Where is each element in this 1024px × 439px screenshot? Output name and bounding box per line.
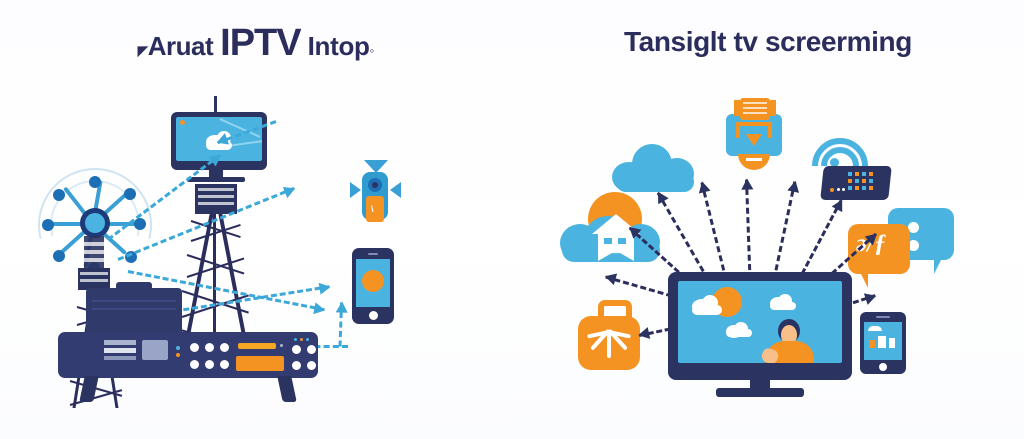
stream-arrow-4 bbox=[696, 179, 728, 280]
stream-arrow-5 bbox=[740, 178, 754, 280]
page-title-right: Tansiglt tv screerming bbox=[624, 26, 912, 57]
wifi-remote-icon bbox=[808, 136, 898, 202]
satellite-receiver-icon: \ bbox=[346, 160, 406, 230]
home-cloud-icon bbox=[560, 192, 670, 270]
panel-right-streaming: Tansiglt tv screerming bbox=[512, 0, 1024, 439]
tablet-icon bbox=[860, 312, 906, 374]
cloud-icon bbox=[612, 140, 702, 195]
media-bag-icon bbox=[574, 300, 646, 372]
stream-arrow-6 bbox=[772, 179, 802, 280]
chat-bubbles-icon: ə/ƒ bbox=[848, 208, 958, 298]
network-hub-tower bbox=[30, 150, 170, 410]
television-weather bbox=[668, 272, 852, 400]
title-trailing-dot: ◦ bbox=[369, 43, 375, 58]
title-flag-glyph: ◤ bbox=[137, 43, 148, 58]
title-word-aruat: Aruat bbox=[147, 31, 214, 61]
signal-arrow-7 bbox=[335, 301, 349, 347]
title-word-iptv: IPTV bbox=[220, 22, 301, 64]
smartphone-icon bbox=[352, 248, 394, 324]
signal-arrow-6 bbox=[296, 345, 348, 348]
broadcast-tower-with-tv bbox=[165, 96, 295, 353]
title-word-intop: Intop bbox=[307, 31, 370, 61]
satellite-dish-icon bbox=[718, 96, 788, 178]
set-top-box-receiver bbox=[58, 282, 318, 402]
tv-screen-cloud bbox=[171, 112, 267, 170]
